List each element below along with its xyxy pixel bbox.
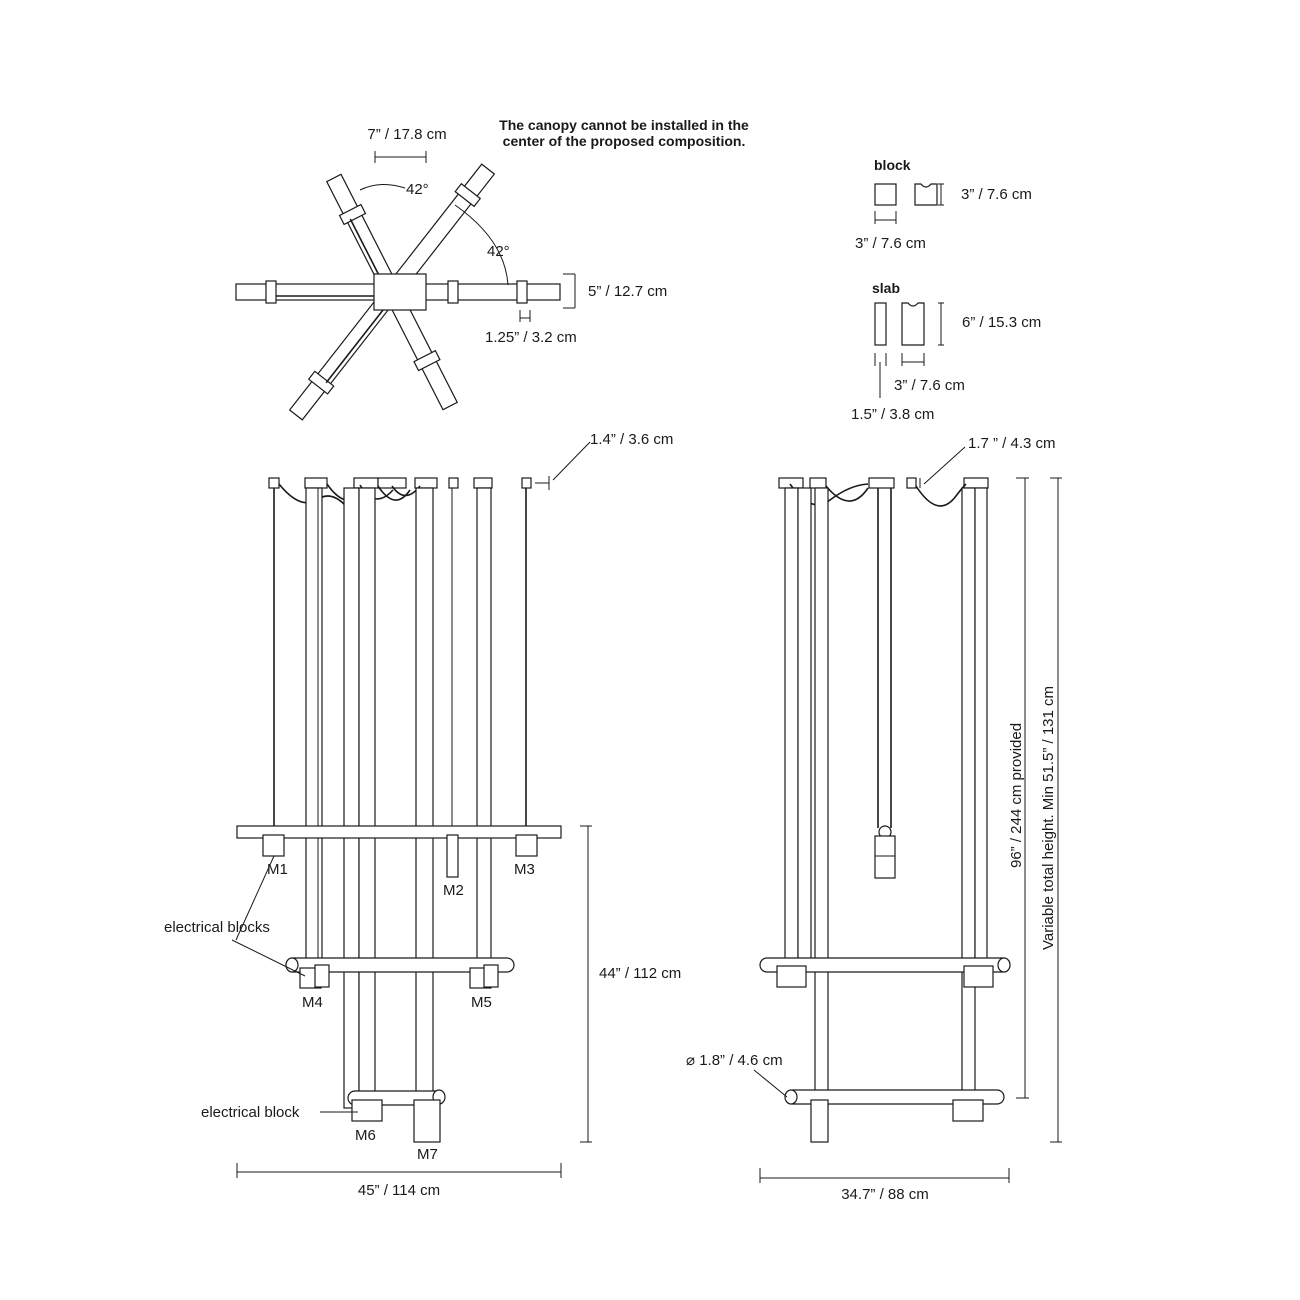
slab-front-shape [901, 302, 925, 346]
module-m2-label: M2 [443, 882, 464, 899]
module-m1-block [262, 834, 285, 857]
side-block-left [776, 965, 807, 988]
front-width-label: 45” / 114 cm [358, 1182, 440, 1199]
angle-2-label: 42° [487, 243, 510, 260]
block-front-shape [874, 183, 897, 206]
side-hanging-slab [874, 835, 896, 879]
module-m6-block [351, 1099, 383, 1122]
side-slab-bottom [810, 1099, 829, 1143]
diameter-label: ⌀ 1.8” / 4.6 cm [686, 1052, 783, 1069]
rod-width-label: 1.25” / 3.2 cm [485, 329, 577, 346]
front-height-label: 44” / 112 cm [599, 965, 681, 982]
cable-provided-label: 96” / 244 cm provided [1008, 723, 1025, 868]
module-m7-slab [413, 1099, 441, 1143]
canopy-note-line2: center of the proposed composition. [503, 133, 746, 149]
top-view: 7” / 17.8 cm 42° 42° 5 [235, 126, 667, 421]
side-block-bottom [952, 1099, 984, 1122]
block-height-label: 3” / 7.6 cm [961, 186, 1032, 203]
electrical-blocks-label: electrical blocks [164, 919, 270, 936]
arm-spacing-label: 7” / 17.8 cm [367, 126, 446, 143]
angle-1-label: 42° [406, 181, 429, 198]
slab-side-shape [874, 302, 887, 346]
module-m3-label: M3 [514, 861, 535, 878]
module-m7-label: M7 [417, 1146, 438, 1163]
canopy [373, 273, 427, 311]
module-m4-label: M4 [302, 994, 323, 1011]
block-width-label: 3” / 7.6 cm [855, 235, 926, 252]
height-5in-label: 5” / 12.7 cm [588, 283, 667, 300]
slab-title: slab [872, 280, 900, 296]
side-view: 1.7 ” / 4.3 cm ⌀ 1.8” / 4.6 cm [686, 435, 1062, 1203]
module-m1-label: M1 [267, 861, 288, 878]
block-title: block [874, 157, 911, 173]
front-canopy-size-label: 1.4” / 3.6 cm [590, 431, 673, 448]
module-m2-slab [446, 834, 459, 878]
module-m6-label: M6 [355, 1127, 376, 1144]
front-top-bar [236, 825, 562, 839]
side-width-label: 34.7” / 88 cm [841, 1186, 929, 1203]
module-m3-block [515, 834, 538, 857]
electrical-block-label: electrical block [201, 1104, 300, 1121]
canopy-note-line1: The canopy cannot be installed in the [499, 117, 749, 133]
module-m5-label: M5 [471, 994, 492, 1011]
side-canopy-size-label: 1.7 ” / 4.3 cm [968, 435, 1056, 452]
slab-width-label: 3” / 7.6 cm [894, 377, 965, 394]
side-block-right [963, 965, 994, 988]
slab-depth-label: 1.5” / 3.8 cm [851, 406, 934, 423]
block-side-shape [914, 183, 938, 206]
slab-height-label: 6” / 15.3 cm [962, 314, 1041, 331]
front-view: 1.4” / 3.6 cm M1 M2 M3 M4 M5 [164, 431, 681, 1199]
total-height-label: Variable total height. Min 51.5” / 131 c… [1040, 686, 1057, 950]
legend: block 3” / 7.6 cm 3” / 7.6 cm slab 6” / … [851, 157, 1041, 423]
